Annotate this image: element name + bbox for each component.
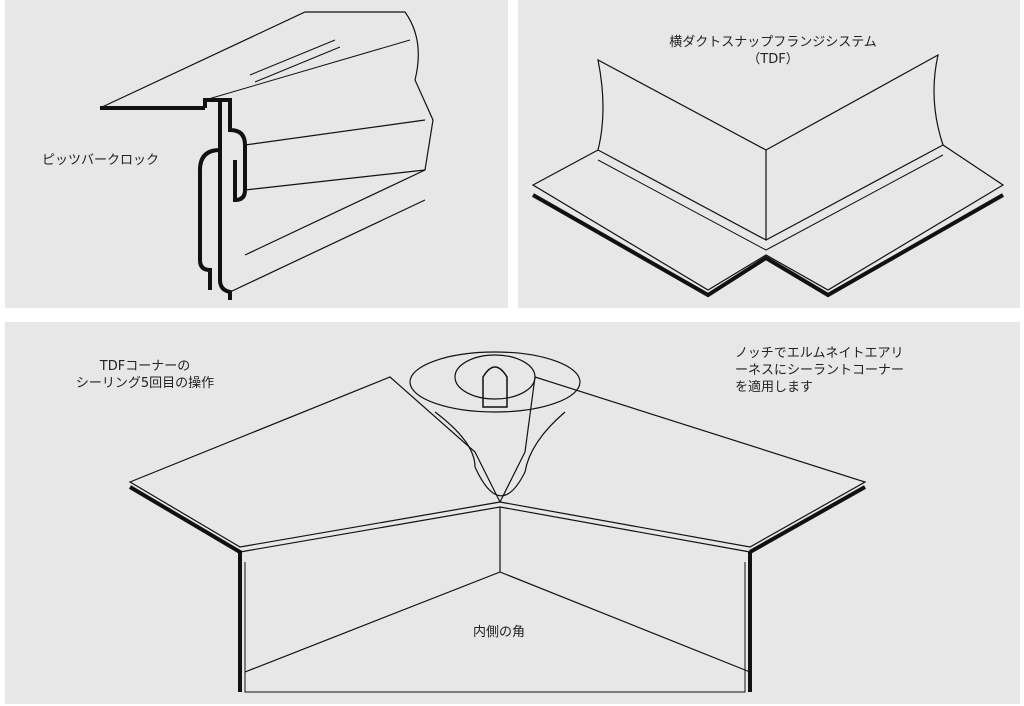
- pittsburgh-lock-label: ピッツバークロック: [42, 153, 160, 168]
- corner-right-label-line3: を適用します: [735, 380, 814, 395]
- tdf-title-line2: （TDF）: [747, 52, 799, 67]
- pittsburgh-lock-drawing: [99, 11, 434, 300]
- pittsburgh-lock-panel: ピッツバークロック: [5, 0, 508, 308]
- tdf-panel: 横ダクトスナップフランジシステム （TDF）: [518, 0, 1020, 308]
- inner-corner-label: 内側の角: [473, 625, 526, 640]
- tdf-corner-drawing: [128, 351, 867, 693]
- corner-right-label-line2: ーネスにシーラントコーナー: [735, 363, 905, 378]
- tdf-drawing: [531, 53, 1005, 298]
- corner-left-label-line1: TDFコーナーの: [99, 359, 191, 374]
- tdf-corner-panel: TDFコーナーの シーリング5回目の操作 ノッチでエルムネイトエアリ ーネスにシ…: [5, 322, 1020, 704]
- tdf-title-line1: 横ダクトスナップフランジシステム: [669, 35, 877, 50]
- corner-left-label-line2: シーリング5回目の操作: [75, 376, 215, 391]
- corner-right-label-line1: ノッチでエルムネイトエアリ: [735, 346, 904, 361]
